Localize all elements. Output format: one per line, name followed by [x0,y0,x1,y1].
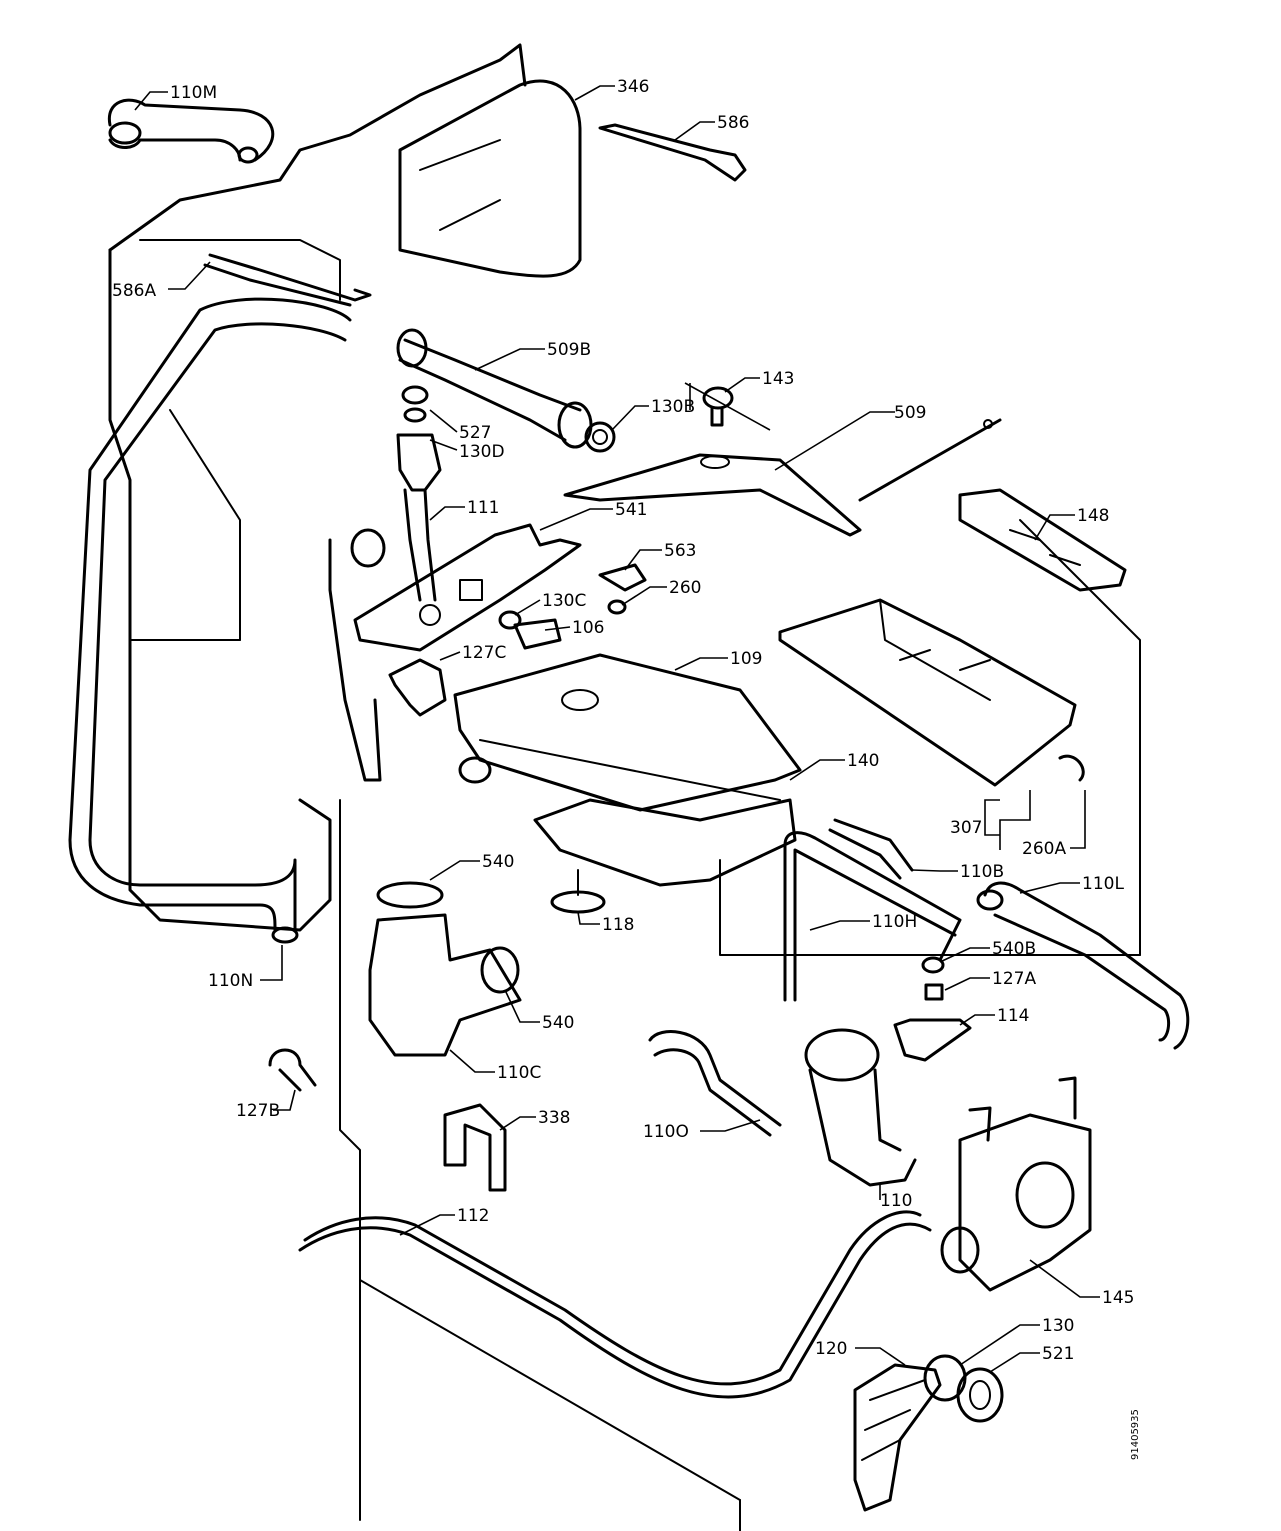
label-148: 148 [1077,506,1109,526]
part-110-elbow [804,1028,917,1187]
part-111-hose [403,488,437,602]
part-114-sensor [893,1018,972,1062]
valve-elbow-hose [328,528,386,782]
label-127C: 127C [462,643,506,663]
label-140: 140 [847,751,879,771]
part-127B-elbow [268,1048,317,1092]
label-260A: 260A [1022,839,1066,859]
part-563-lever [598,563,647,592]
part-527-nut [401,385,429,423]
label-346: 346 [617,77,649,97]
label-111: 111 [467,498,499,518]
part-140-tray [533,798,797,887]
label-127A: 127A [992,969,1036,989]
label-110L: 110L [1082,874,1124,894]
label-521: 521 [1042,1344,1074,1364]
part-118-rotor [550,869,606,914]
part-109-dispenser-housing [453,653,802,812]
part-260A-clip [1058,754,1085,782]
leader-lines [134,85,1100,1373]
part-112-drain-hose [298,1210,932,1399]
label-120: 120 [815,1339,847,1359]
label-130D: 130D [459,442,505,462]
part-586-bracket [598,123,747,182]
part-509-spray-arm [563,453,862,537]
label-110M: 110M [170,83,217,103]
part-540-clamp [376,881,520,994]
part-130C-seal [498,610,522,630]
part-338-bracket [443,1103,507,1192]
label-110: 110 [880,1191,912,1211]
label-130: 130 [1042,1316,1074,1336]
part-540B-clip [921,956,945,974]
label-586: 586 [717,113,749,133]
drawing-code: 91405935 [1130,1409,1141,1460]
part-143-knob [702,386,734,427]
label-260: 260 [669,578,701,598]
part-127C-fitting [388,658,447,717]
part-130D-fitting [396,433,442,492]
label-110H: 110H [872,912,917,932]
label-130B: 130B [651,397,695,417]
cabinet-outline [339,519,1141,1531]
label-110C: 110C [497,1063,541,1083]
label-540B: 540B [992,939,1036,959]
part-130B-ring [584,421,616,453]
part-586A-bracket [203,253,372,307]
part-148-switch [958,488,1127,592]
part-120-filter [853,1363,942,1512]
part-110O-hose [648,1030,782,1137]
part-260-spring [607,599,627,615]
label-114: 114 [997,1006,1029,1026]
part-521-cap [956,1367,1004,1423]
label-509B: 509B [547,340,591,360]
large-reservoir [108,43,527,932]
label-307: 307 [950,818,982,838]
part-110N-hose [68,297,352,944]
part-346-tank [398,79,582,278]
guide-rod [858,418,1002,502]
label-527: 527 [459,423,491,443]
part-110B-hose [828,818,914,880]
part-110M-hose [107,98,275,164]
label-112: 112 [457,1206,489,1226]
label-563: 563 [664,541,696,561]
label-338: 338 [538,1108,570,1128]
label-118: 118 [602,915,634,935]
part-110C-sump [368,913,522,1057]
part-106-clip [513,618,562,650]
label-586A: 586A [112,281,156,301]
part-110H-hose [783,831,962,1002]
part-labels: 110M 346 586 586A 509B 143 130B 509 527 … [112,77,1134,1364]
label-127B: 127B [236,1101,280,1121]
label-106: 106 [572,618,604,638]
label-540-top: 540 [482,852,514,872]
part-127A-connector [924,983,944,1001]
label-110B: 110B [960,862,1004,882]
label-109: 109 [730,649,762,669]
label-110O: 110O [643,1122,689,1142]
part-110L-hose [976,881,1190,1050]
label-143: 143 [762,369,794,389]
label-145: 145 [1102,1288,1134,1308]
part-145-pump [940,1076,1092,1292]
part-307-drawer [778,598,1077,787]
label-110N: 110N [208,971,253,991]
label-540-bottom: 540 [542,1013,574,1033]
part-541-valve [353,523,582,652]
label-509: 509 [894,403,926,423]
label-541: 541 [615,500,647,520]
label-130C: 130C [542,591,586,611]
